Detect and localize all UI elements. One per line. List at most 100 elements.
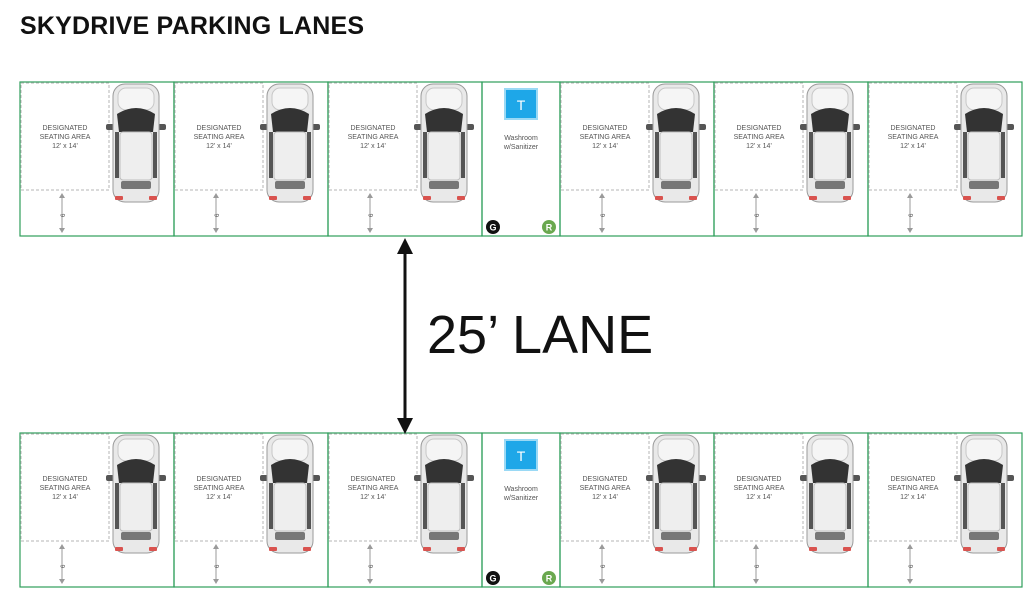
clearance-arrow-head [213, 579, 219, 584]
car-tail-light [655, 196, 663, 200]
seating-area [174, 82, 264, 191]
badge-g-letter: G [489, 223, 496, 233]
car-tail-light [115, 547, 123, 551]
seating-area-label: SEATING AREA [734, 485, 785, 492]
seating-area-label: DESIGNATED [583, 476, 628, 483]
double-arrow-icon [397, 238, 413, 434]
car-hood [657, 87, 695, 111]
car-mirror [954, 475, 962, 481]
seating-area [328, 433, 418, 542]
seating-area-size: 12’ x 14’ [206, 143, 232, 150]
washroom-label: w/Sanitizer [503, 144, 539, 151]
car-tail-light [303, 196, 311, 200]
clearance-label: 6 [215, 213, 221, 217]
car-mirror [106, 124, 114, 130]
seating-area-label: SEATING AREA [348, 485, 399, 492]
car-mirror [852, 124, 860, 130]
car-window [693, 483, 697, 529]
car-windshield [425, 108, 463, 132]
car-rear-window [815, 532, 845, 540]
clearance-arrow-head [599, 193, 605, 198]
car-windshield [271, 459, 309, 483]
car-hood [425, 438, 463, 462]
car-tail-light [423, 196, 431, 200]
car-mirror [106, 475, 114, 481]
car-tail-light [269, 196, 277, 200]
clearance-arrow-head [907, 193, 913, 198]
car-mirror [954, 124, 962, 130]
clearance-arrow-head [753, 579, 759, 584]
car-windshield [657, 108, 695, 132]
seating-area-label: DESIGNATED [43, 476, 88, 483]
car-tail-light [269, 547, 277, 551]
washroom-label: Washroom [504, 486, 538, 493]
car-windshield [117, 459, 155, 483]
clearance-label: 6 [909, 213, 915, 217]
car-tail-light [689, 196, 697, 200]
car-rear-window [121, 532, 151, 540]
seating-area-label: SEATING AREA [888, 134, 939, 141]
car-window [1001, 483, 1005, 529]
badge-r-letter: R [546, 223, 553, 233]
car-mirror [800, 475, 808, 481]
car-roof [119, 131, 153, 181]
car-window [963, 483, 967, 529]
car-rear-window [815, 181, 845, 189]
car-hood [965, 438, 1003, 462]
seating-area-label: DESIGNATED [583, 125, 628, 132]
car-roof [813, 131, 847, 181]
toilet-icon-letter: T [517, 97, 526, 113]
car-windshield [811, 108, 849, 132]
clearance-label: 6 [61, 564, 67, 568]
seating-area-label: SEATING AREA [194, 485, 245, 492]
car-tail-light [423, 547, 431, 551]
car-mirror [414, 475, 422, 481]
badge-r [542, 220, 556, 234]
seating-area [328, 82, 418, 191]
lane-arrow-head-down [397, 418, 413, 434]
car-window [269, 132, 273, 178]
seating-area-label: SEATING AREA [348, 134, 399, 141]
car-mirror [1006, 475, 1014, 481]
car-tail-light [963, 547, 971, 551]
car-tail-light [457, 547, 465, 551]
car-icon [106, 83, 166, 203]
clearance-arrow-head [367, 579, 373, 584]
seating-area-label: DESIGNATED [197, 476, 242, 483]
seating-area-label: SEATING AREA [734, 134, 785, 141]
clearance-arrow-head [59, 193, 65, 198]
car-tail-light [149, 196, 157, 200]
car-window [115, 483, 119, 529]
clearance-arrow-head [367, 228, 373, 233]
car-mirror [260, 475, 268, 481]
car-window [423, 132, 427, 178]
car-mirror [260, 124, 268, 130]
car-rear-window [275, 181, 305, 189]
clearance-label: 6 [369, 564, 375, 568]
clearance-arrow-head [367, 193, 373, 198]
car-icon [414, 83, 474, 203]
car-icon [260, 83, 320, 203]
car-roof [427, 131, 461, 181]
clearance-label: 6 [755, 564, 761, 568]
car-roof [427, 482, 461, 532]
clearance-arrow-head [213, 193, 219, 198]
car-rear-window [969, 181, 999, 189]
car-mirror [698, 124, 706, 130]
car-windshield [811, 459, 849, 483]
seating-area-size: 12’ x 14’ [900, 143, 926, 150]
car-tail-light [809, 196, 817, 200]
seating-area-label: SEATING AREA [580, 134, 631, 141]
car-tail-light [115, 196, 123, 200]
seating-area [560, 433, 650, 542]
clearance-arrow-head [753, 544, 759, 549]
page-title: SKYDRIVE PARKING LANES [20, 12, 365, 40]
car-windshield [271, 108, 309, 132]
clearance-arrow-head [213, 228, 219, 233]
seating-area-label: DESIGNATED [351, 476, 396, 483]
